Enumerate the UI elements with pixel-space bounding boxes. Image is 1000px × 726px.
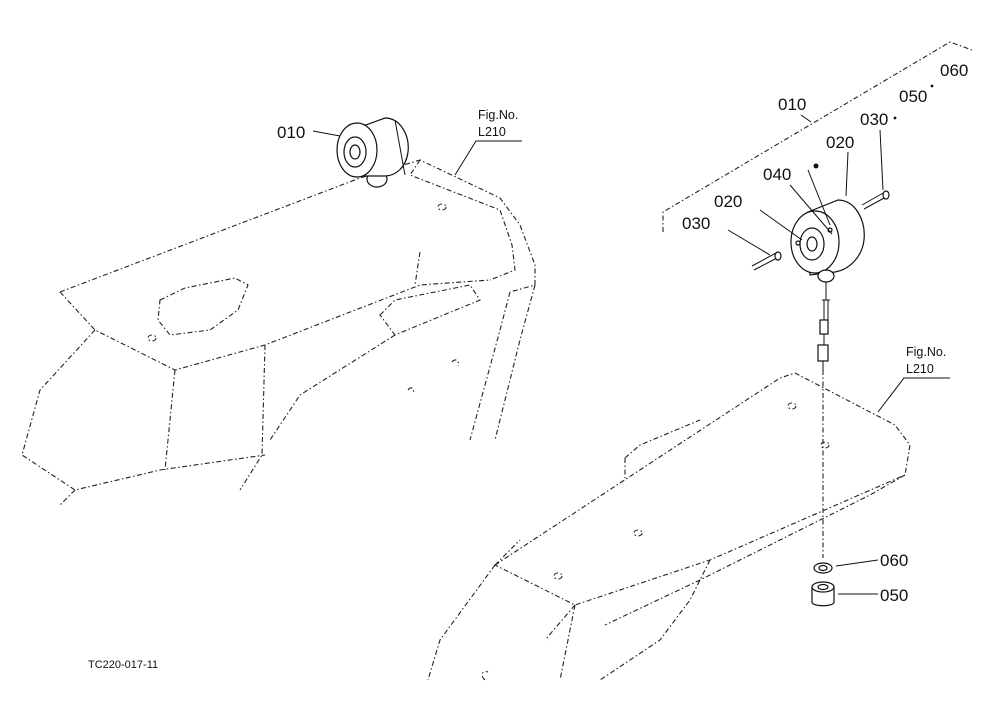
dot-separator-1 (893, 116, 897, 120)
right-label-060-group: 060 (940, 61, 968, 80)
left-body-panel (21, 159, 536, 506)
right-fig-ref-number: L210 (906, 362, 934, 376)
right-body-panel (427, 372, 911, 681)
right-label-010: 010 (778, 95, 806, 114)
assembly-bracket (662, 41, 973, 232)
left-indicator-part (336, 117, 409, 188)
right-indicator-assembly (790, 199, 865, 558)
right-label-060: 060 (880, 551, 908, 570)
screw-030-left (751, 251, 782, 271)
right-label-030-left: 030 (682, 214, 710, 233)
right-label-050-group: 050 (899, 87, 927, 106)
left-leader-010 (312, 130, 341, 137)
right-label-030-top: 030 (860, 110, 888, 129)
left-fig-ref-title: Fig.No. (478, 108, 518, 122)
left-fig-ref-number: L210 (478, 125, 506, 139)
right-label-050: 050 (880, 586, 908, 605)
dot-separator-2 (930, 84, 934, 88)
right-label-040: 040 (763, 165, 791, 184)
drawing-code: TC220-017-11 (88, 659, 158, 671)
washer-060 (813, 562, 833, 574)
left-label-010: 010 (277, 123, 305, 142)
dot-marker-040 (813, 163, 819, 169)
left-fig-ref: Fig.No. L210 (454, 108, 522, 176)
right-label-020-top: 020 (826, 133, 854, 152)
right-label-020-left: 020 (714, 192, 742, 211)
right-fig-ref: Fig.No. L210 (877, 345, 950, 413)
screw-030-top (861, 190, 890, 210)
right-fig-ref-title: Fig.No. (906, 345, 946, 359)
nut-050 (811, 581, 835, 607)
